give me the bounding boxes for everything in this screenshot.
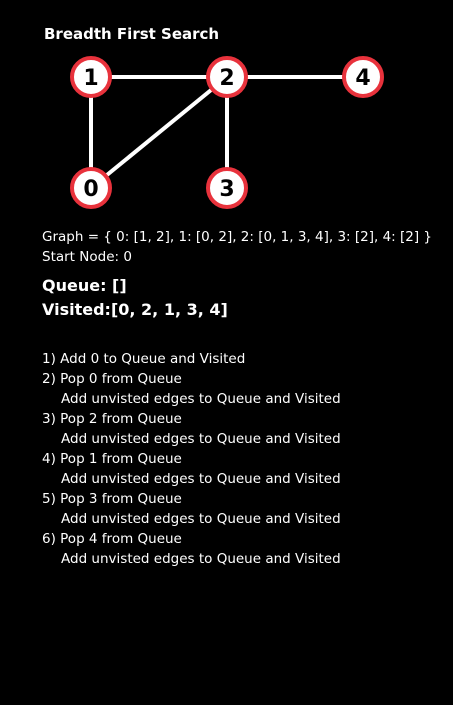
node-2-label: 2 [219,66,234,91]
step-item: 1) Add 0 to Queue and Visited [42,351,246,367]
step-item: 2) Pop 0 from Queue [42,371,182,387]
node-4: 4 [342,56,384,98]
graph-definition: Graph = { 0: [1, 2], 1: [0, 2], 2: [0, 1… [42,229,433,245]
step-substep: Add unvisted edges to Queue and Visited [61,471,341,487]
node-3: 3 [206,167,248,209]
node-1: 1 [70,56,112,98]
diagram-title: Breadth First Search [44,25,220,43]
queue-state: Queue: [] [42,276,127,295]
step-substep: Add unvisted edges to Queue and Visited [61,551,341,567]
step-substep: Add unvisted edges to Queue and Visited [61,511,341,527]
step-item: 5) Pop 3 from Queue [42,491,182,507]
step-item: 6) Pop 4 from Queue [42,531,182,547]
step-item: 3) Pop 2 from Queue [42,411,182,427]
node-2: 2 [206,56,248,98]
node-4-label: 4 [355,66,370,91]
node-1-label: 1 [83,66,98,91]
graph-diagram: 1 2 4 0 3 [70,56,384,209]
node-0-label: 0 [83,177,98,202]
step-substep: Add unvisted edges to Queue and Visited [61,431,341,447]
node-3-label: 3 [219,177,234,202]
steps-list: 1) Add 0 to Queue and Visited 2) Pop 0 f… [42,350,341,570]
start-node-label: Start Node: 0 [42,249,132,265]
visited-state: Visited:[0, 2, 1, 3, 4] [42,300,228,319]
step-substep: Add unvisted edges to Queue and Visited [61,391,341,407]
edge-2-0 [89,75,229,190]
node-0: 0 [70,167,112,209]
step-item: 4) Pop 1 from Queue [42,451,182,467]
